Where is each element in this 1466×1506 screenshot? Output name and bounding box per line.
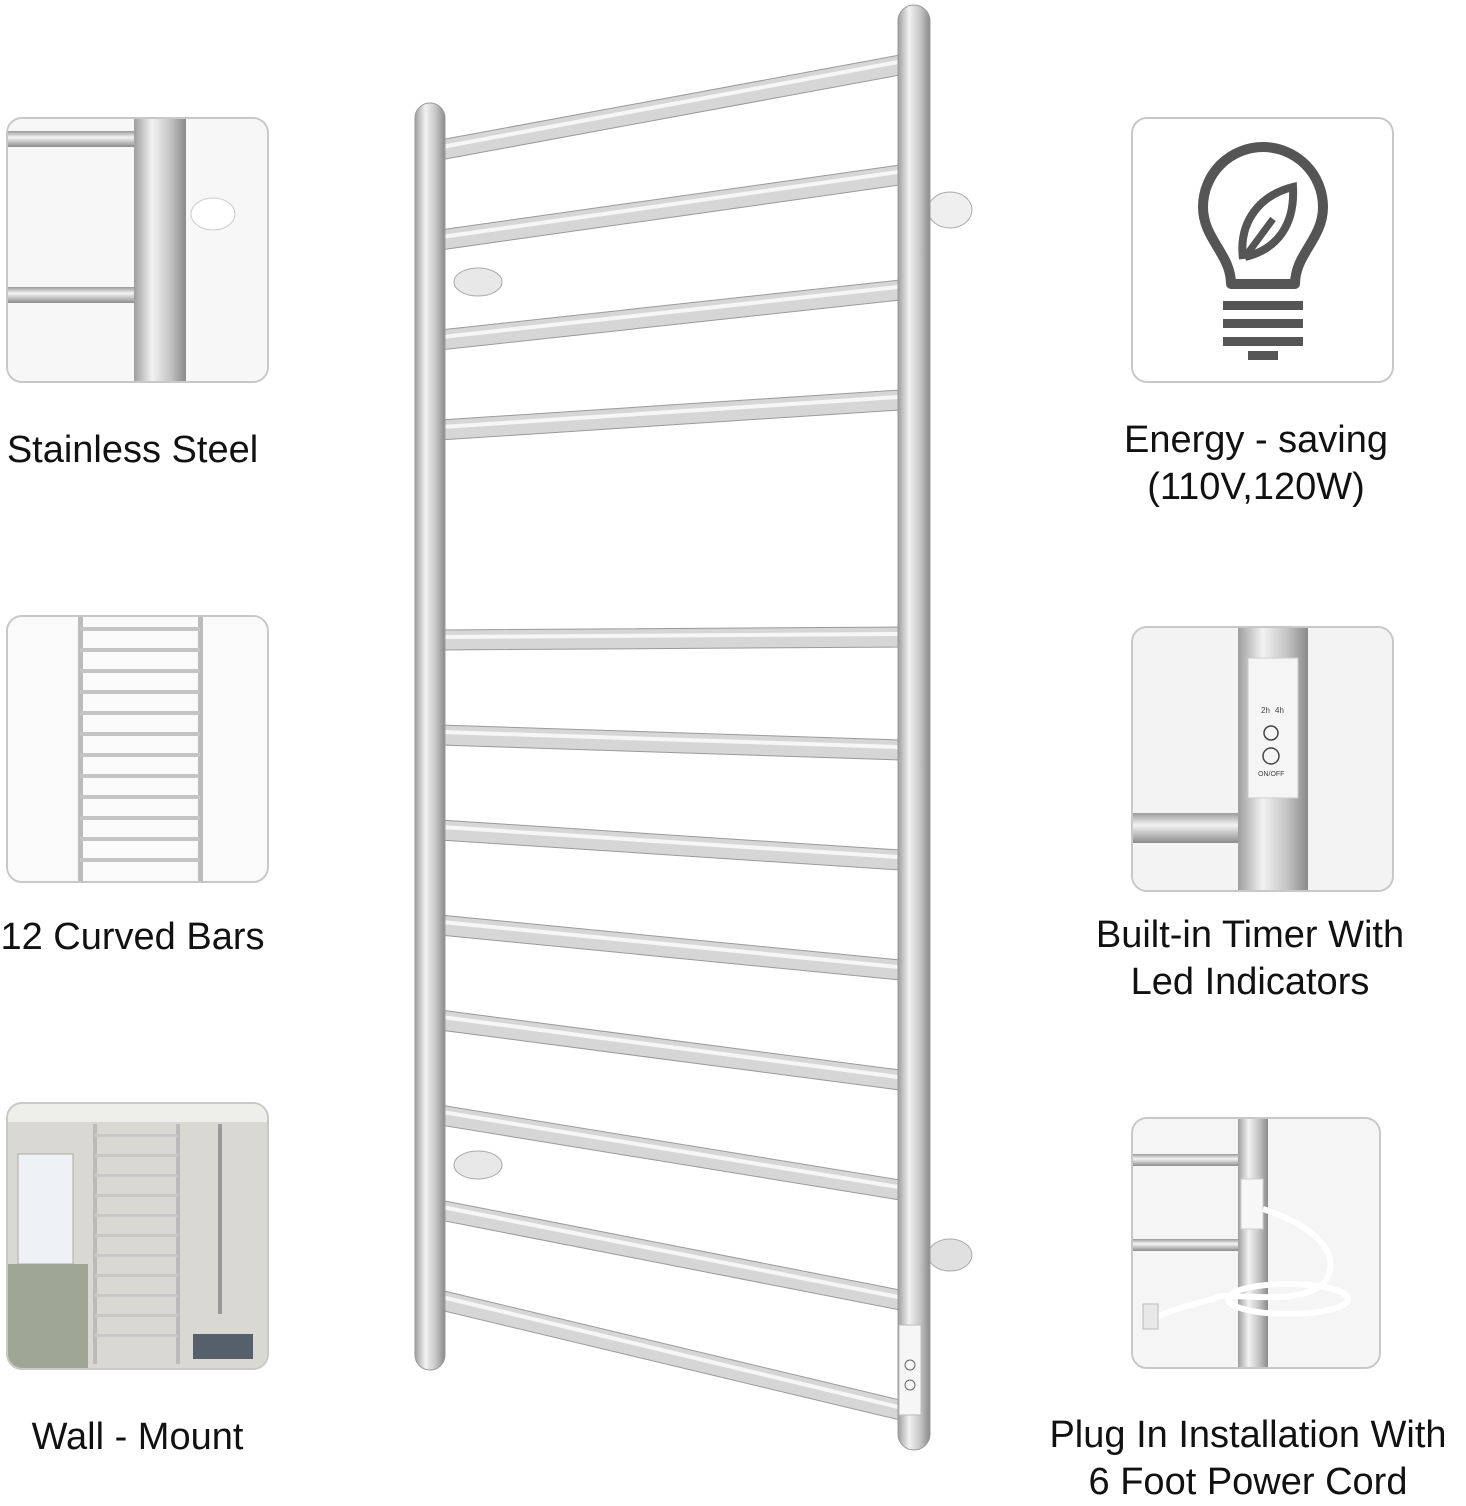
towel-bar [80, 732, 200, 736]
towel-bar [95, 1194, 178, 1197]
wall-mount-bracket [927, 191, 973, 229]
towel-bar [439, 1289, 901, 1421]
towel-bar [80, 669, 200, 673]
feature-curved-bars-image [6, 615, 269, 883]
towel-bar [439, 819, 901, 871]
towel-bar [439, 1199, 901, 1311]
feature-stainless-steel-image [6, 117, 269, 383]
towel-bar [439, 164, 901, 251]
feature-wall-mount-image [6, 1102, 269, 1370]
feature-caption: Built-in Timer With Led Indicators [1095, 914, 1405, 1003]
towel-bar [95, 1214, 178, 1217]
towel-bar [439, 279, 901, 351]
feature-energy-saving-icon [1131, 117, 1394, 383]
towel-bar [95, 1334, 178, 1337]
towel-bar [80, 795, 200, 799]
wall-mount-bracket [453, 267, 503, 297]
feature-timer-image: 2h 4h ON/OFF [1131, 626, 1394, 892]
feature-caption: Stainless Steel [6, 429, 259, 471]
towel-bar [439, 1104, 901, 1201]
svg-text:4h: 4h [1275, 706, 1284, 715]
wall-mount-bracket [453, 1150, 503, 1180]
eco-lightbulb-icon [1198, 142, 1328, 360]
svg-text:2h: 2h [1261, 706, 1270, 715]
towel-bar [80, 711, 200, 715]
towel-bar [80, 774, 200, 778]
towel-bar [80, 753, 200, 757]
left-post [414, 102, 446, 1371]
towel-bar [95, 1154, 178, 1157]
feature-power-cord-image [1131, 1117, 1381, 1369]
right-post [897, 4, 931, 1451]
towel-bar [439, 914, 901, 981]
towel-bar [80, 858, 200, 862]
feature-caption: 12 Curved Bars [0, 916, 265, 958]
towel-bar [439, 389, 901, 441]
towel-bar [439, 724, 901, 761]
towel-bar [439, 54, 901, 161]
svg-text:ON/OFF: ON/OFF [1258, 771, 1284, 778]
towel-bar [95, 1294, 178, 1297]
towel-bar [80, 627, 200, 631]
towel-bar [80, 837, 200, 841]
towel-bar [95, 1314, 178, 1317]
towel-bar [95, 1174, 178, 1177]
towel-bar [80, 648, 200, 652]
feature-caption: Wall - Mount [31, 1416, 244, 1458]
wall-mount-bracket [927, 1238, 973, 1272]
towel-bar [80, 690, 200, 694]
towel-bar [80, 816, 200, 820]
towel-bar [95, 1134, 178, 1137]
feature-caption: Energy - saving (110V,120W) [1123, 419, 1388, 508]
towel-bar [439, 1009, 901, 1091]
towel-bar [95, 1274, 178, 1277]
towel-bar [95, 1234, 178, 1237]
towel-bar [95, 1254, 178, 1257]
feature-caption: Plug In Installation With 6 Foot Power C… [1049, 1414, 1447, 1503]
